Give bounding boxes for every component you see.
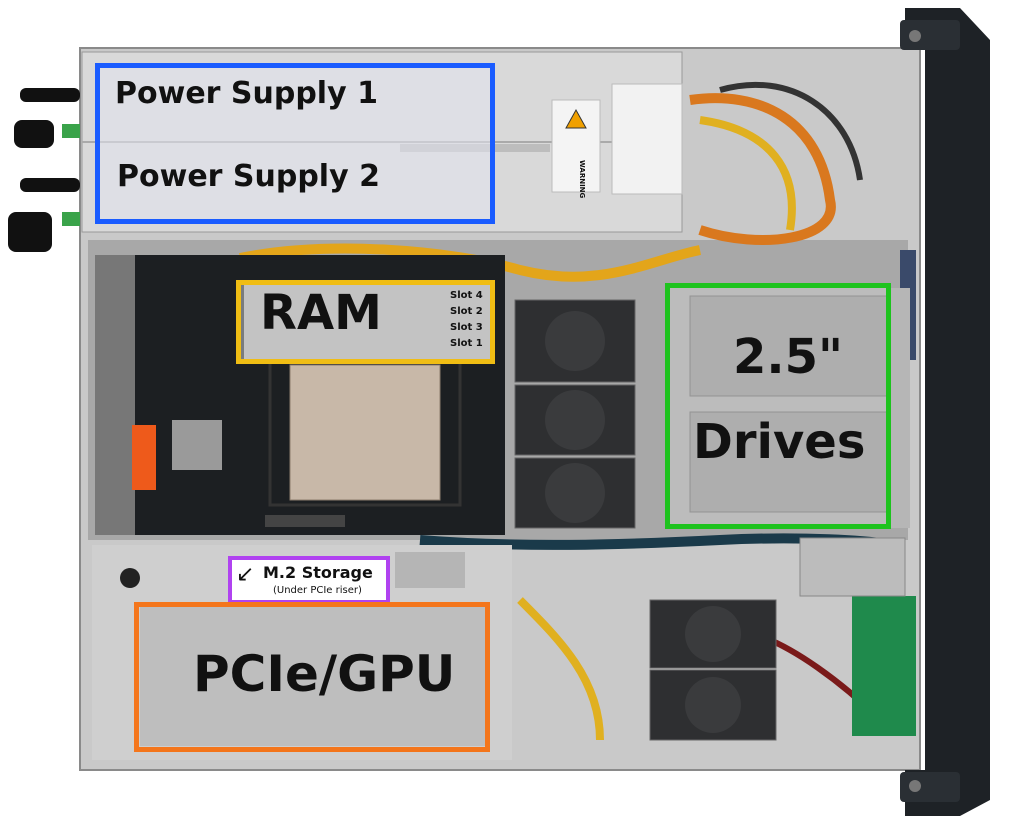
power-cable-3 (20, 178, 80, 192)
ram-slot-3-label: Slot 3 (450, 322, 483, 333)
front-io-board (852, 596, 916, 736)
bezel-screw-bottom (909, 780, 921, 792)
ram-slot-4-label: Slot 4 (450, 290, 483, 301)
metal-bracket (799, 537, 906, 597)
drives-label: Drives (693, 414, 866, 470)
wiring-bundle-top-2 (699, 116, 796, 231)
power-connector-1 (62, 124, 80, 138)
ram-slot-2-label: Slot 2 (450, 306, 483, 317)
power-connector-2 (62, 212, 80, 226)
power-supply-2-label: Power Supply 2 (117, 159, 380, 194)
power-cable-4 (8, 212, 52, 252)
power-cable-2 (14, 120, 54, 148)
psu-warning-text: WARNING (578, 160, 586, 199)
drive-bay-lower (689, 411, 891, 513)
power-supply-box (95, 63, 495, 224)
wiring-bundle-top-3 (719, 81, 863, 181)
bezel-screw-top (909, 30, 921, 42)
mb-io-shield (95, 255, 135, 535)
ram-slot-1-label: Slot 1 (450, 338, 483, 349)
mb-chipset-heatsink (172, 420, 222, 470)
fan-array-lower (649, 599, 777, 741)
fan-array-upper (514, 299, 636, 529)
wiring-bottom (517, 597, 604, 741)
ram-box (236, 280, 495, 364)
bezel-handle-top (900, 20, 960, 50)
pcie-gpu-box (134, 602, 490, 752)
power-supply-1-label: Power Supply 1 (115, 76, 378, 111)
m2-heatsink (395, 552, 465, 588)
ram-label: RAM (260, 285, 382, 341)
m2-arrow-icon: ↙ (236, 562, 255, 587)
power-cable-1 (20, 88, 80, 102)
m2-storage-label: M.2 Storage (263, 563, 373, 582)
bezel-handle-bottom (900, 772, 960, 802)
m2-storage-sublabel: (Under PCIe riser) (273, 585, 362, 596)
psu-label-sticker (611, 83, 683, 195)
mb-port-orange (132, 425, 156, 490)
psu-warning-triangle (565, 108, 587, 129)
pcie-gpu-label: PCIe/GPU (193, 645, 456, 703)
pcie-slot-mb (265, 515, 345, 527)
riser-screw (120, 568, 140, 588)
cpu-heatsink (289, 364, 441, 501)
front-bezel (905, 8, 990, 816)
drives-box (665, 283, 891, 529)
wiring-psu-mb (239, 243, 701, 282)
wiring-bundle-top (689, 93, 836, 245)
drives-size-label: 2.5" (733, 329, 844, 385)
